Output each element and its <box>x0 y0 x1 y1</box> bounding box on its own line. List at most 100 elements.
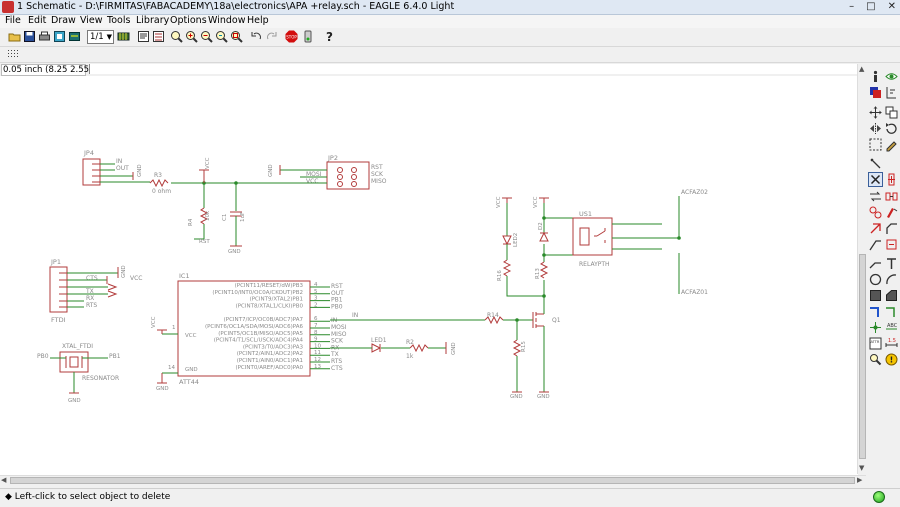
minimize-button[interactable]: – <box>849 1 855 12</box>
copy-icon[interactable] <box>885 106 898 119</box>
vertical-scroll-thumb[interactable] <box>859 254 866 459</box>
cam-processor-icon[interactable] <box>53 30 66 43</box>
rotate-icon[interactable] <box>885 122 898 135</box>
r3-resistor[interactable]: R3 0 ohm <box>149 172 171 195</box>
d2-diode[interactable]: D2 <box>538 222 549 242</box>
gateswap-icon[interactable] <box>869 206 882 219</box>
menu-view[interactable]: View <box>80 15 103 26</box>
schematic-drawing[interactable]: .w { stroke:#2a8a2a; stroke-width:1; fil… <box>0 76 858 475</box>
svg-text:GND: GND <box>185 367 198 373</box>
script-icon[interactable] <box>137 30 150 43</box>
r4-resistor[interactable]: R4 10k <box>188 207 211 226</box>
r14-resistor[interactable]: R14 <box>484 312 504 325</box>
jp2-isp-connector[interactable]: JP2 MOSI VCC RST SCK MISO <box>306 154 387 190</box>
open-folder-icon[interactable] <box>8 30 21 43</box>
zoom-fit-icon[interactable] <box>170 30 183 43</box>
r2-resistor[interactable]: R2 1k <box>406 339 429 360</box>
arc-icon[interactable] <box>885 273 898 286</box>
move-icon[interactable] <box>869 106 882 119</box>
dimension-icon[interactable]: 1.5 <box>885 337 898 350</box>
grid-icon[interactable] <box>7 49 20 60</box>
rect-icon[interactable] <box>869 289 882 302</box>
us1-relay[interactable]: US1 RELAYPTH <box>572 210 613 268</box>
circle-icon[interactable] <box>869 273 882 286</box>
command-line-input[interactable] <box>89 64 858 74</box>
polygon-icon[interactable] <box>885 289 898 302</box>
erc-icon[interactable] <box>869 353 882 366</box>
zoom-out-icon[interactable] <box>200 30 213 43</box>
invoke-icon[interactable] <box>885 238 898 251</box>
menu-tools[interactable]: Tools <box>107 15 131 26</box>
go-icon[interactable] <box>302 30 315 43</box>
xtal-resonator[interactable]: XTAL_FTDI RESONATOR <box>59 343 119 382</box>
smash-icon[interactable] <box>869 222 882 235</box>
info-icon[interactable] <box>869 70 882 83</box>
q1-transistor[interactable]: Q1 <box>532 312 561 328</box>
scroll-down-icon[interactable]: ▼ <box>859 464 865 472</box>
paste-icon[interactable] <box>869 157 882 170</box>
eagle-app-icon[interactable] <box>2 1 14 13</box>
errors-icon[interactable]: ! <box>885 353 898 366</box>
save-icon[interactable] <box>23 30 36 43</box>
zoom-redraw-icon[interactable] <box>215 30 228 43</box>
zoom-in-icon[interactable] <box>185 30 198 43</box>
display-layers-icon[interactable] <box>869 86 882 99</box>
run-ulp-icon[interactable] <box>152 30 165 43</box>
r16-resistor[interactable]: R16 <box>497 259 512 281</box>
jp4-label: JP4 <box>83 149 94 157</box>
net-icon[interactable] <box>885 305 898 318</box>
maximize-button[interactable]: □ <box>866 1 876 12</box>
name-icon[interactable] <box>885 206 898 219</box>
vertical-scrollbar[interactable]: ▲ ▼ <box>857 64 867 474</box>
close-button[interactable]: ✕ <box>887 1 896 12</box>
redo-icon[interactable] <box>265 30 278 43</box>
undo-icon[interactable] <box>250 30 263 43</box>
vcc-symbol: VCC <box>199 157 211 183</box>
board-switch-icon[interactable] <box>68 30 81 43</box>
print-icon[interactable] <box>38 30 51 43</box>
split-icon[interactable] <box>869 238 882 251</box>
text-icon[interactable] <box>885 257 898 270</box>
horizontal-scrollbar[interactable]: ◀ ▶ <box>0 475 866 485</box>
jp1-ftdi-connector[interactable]: JP1 FTDI CTS TX RX RTS VCC GND <box>49 258 142 324</box>
mark-icon[interactable] <box>885 86 898 99</box>
attribute-icon[interactable]: ATTR <box>869 337 882 350</box>
schematic-canvas[interactable]: .w { stroke:#2a8a2a; stroke-width:1; fil… <box>0 76 858 475</box>
bus-icon[interactable] <box>869 305 882 318</box>
change-icon[interactable] <box>885 138 898 152</box>
help-icon[interactable]: ? <box>323 30 336 44</box>
r13-resistor[interactable]: R13 <box>535 261 549 279</box>
add-icon[interactable] <box>885 173 898 186</box>
label-icon[interactable]: ABC <box>885 321 898 334</box>
replace-icon[interactable] <box>885 190 898 203</box>
led2[interactable]: LED2 <box>502 233 519 247</box>
wire-icon[interactable] <box>869 257 882 270</box>
stop-icon[interactable]: STOP <box>285 30 298 43</box>
menu-file[interactable]: File <box>5 15 21 26</box>
mirror-icon[interactable] <box>869 122 882 135</box>
menu-options[interactable]: Options <box>170 15 207 26</box>
delete-icon[interactable] <box>868 172 883 187</box>
scroll-right-icon[interactable]: ▶ <box>857 476 863 484</box>
led1[interactable]: LED1 <box>371 337 387 353</box>
ic1-attiny44[interactable]: IC1 ATT44 VCC GND 1 14 (PCINT11/RESET/dW… <box>168 272 347 386</box>
menu-draw[interactable]: Draw <box>51 15 76 26</box>
junction-icon[interactable] <box>869 321 882 334</box>
c1-capacitor[interactable]: C1 1uF <box>222 211 246 222</box>
use-library-icon[interactable] <box>117 30 130 43</box>
sheet-select[interactable]: 1/1▼ <box>87 30 114 44</box>
show-icon[interactable] <box>885 70 898 83</box>
menu-library[interactable]: Library <box>136 15 170 26</box>
menu-help[interactable]: Help <box>247 15 269 26</box>
menu-window[interactable]: Window <box>208 15 246 26</box>
zoom-select-icon[interactable] <box>230 30 243 43</box>
horizontal-scroll-thumb[interactable] <box>10 477 855 484</box>
group-icon[interactable] <box>869 138 882 151</box>
r15-resistor[interactable]: R15 <box>512 339 527 357</box>
scroll-left-icon[interactable]: ◀ <box>1 476 7 484</box>
scroll-up-icon[interactable]: ▲ <box>859 65 865 73</box>
pinswap-icon[interactable] <box>869 190 882 203</box>
menu-edit[interactable]: Edit <box>28 15 47 26</box>
miter-icon[interactable] <box>885 222 898 235</box>
jp4-connector[interactable]: JP4 IN OUT GND <box>82 149 143 186</box>
